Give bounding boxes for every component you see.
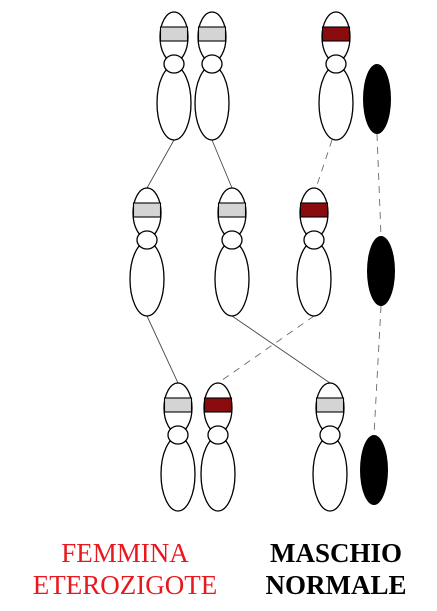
connector-line — [315, 139, 333, 189]
normal-band — [159, 26, 189, 42]
male-caption-line-1: MASCHIO — [269, 538, 402, 568]
gen2-female-x2-chromosome — [214, 187, 250, 317]
female-caption-line-2: ETEROZIGOTE — [32, 570, 218, 600]
gen2-female-x1-chromosome — [129, 187, 165, 317]
connector-lines — [146, 133, 382, 436]
connector-line — [376, 133, 382, 237]
connector-line — [231, 315, 331, 384]
gen2-male-x-chromosome — [296, 187, 332, 317]
female-caption-line-1: FEMMINA — [61, 538, 189, 568]
connector-line — [217, 315, 315, 384]
gen3-female-x1-chromosome — [160, 382, 196, 512]
male-caption-line-2: NORMALE — [265, 570, 407, 600]
gen3-male-y-chromosome — [360, 435, 388, 505]
normal-band — [315, 397, 345, 413]
female-caption: FEMMINA ETEROZIGOTE — [30, 537, 220, 601]
gen1-male-x-chromosome — [318, 11, 354, 141]
mutant-band — [203, 397, 233, 413]
male-caption: MASCHIO NORMALE — [246, 537, 426, 601]
mutant-band — [321, 26, 351, 42]
connector-line — [146, 139, 175, 189]
connector-line — [146, 315, 179, 384]
gen1-female-x1-chromosome — [156, 11, 192, 141]
normal-band — [132, 202, 162, 218]
connector-line — [211, 139, 233, 189]
normal-band — [217, 202, 247, 218]
normal-band — [163, 397, 193, 413]
normal-band — [197, 26, 227, 42]
gen3-male-x-chromosome — [312, 382, 348, 512]
chromosome-set — [129, 11, 395, 512]
inheritance-diagram — [129, 11, 395, 512]
gen1-female-x2-chromosome — [194, 11, 230, 141]
connector-line — [373, 305, 382, 436]
mutant-band — [299, 202, 329, 218]
gen3-female-x2-chromosome — [200, 382, 236, 512]
gen1-male-y-chromosome — [363, 64, 391, 134]
gen2-male-y-chromosome — [367, 236, 395, 306]
